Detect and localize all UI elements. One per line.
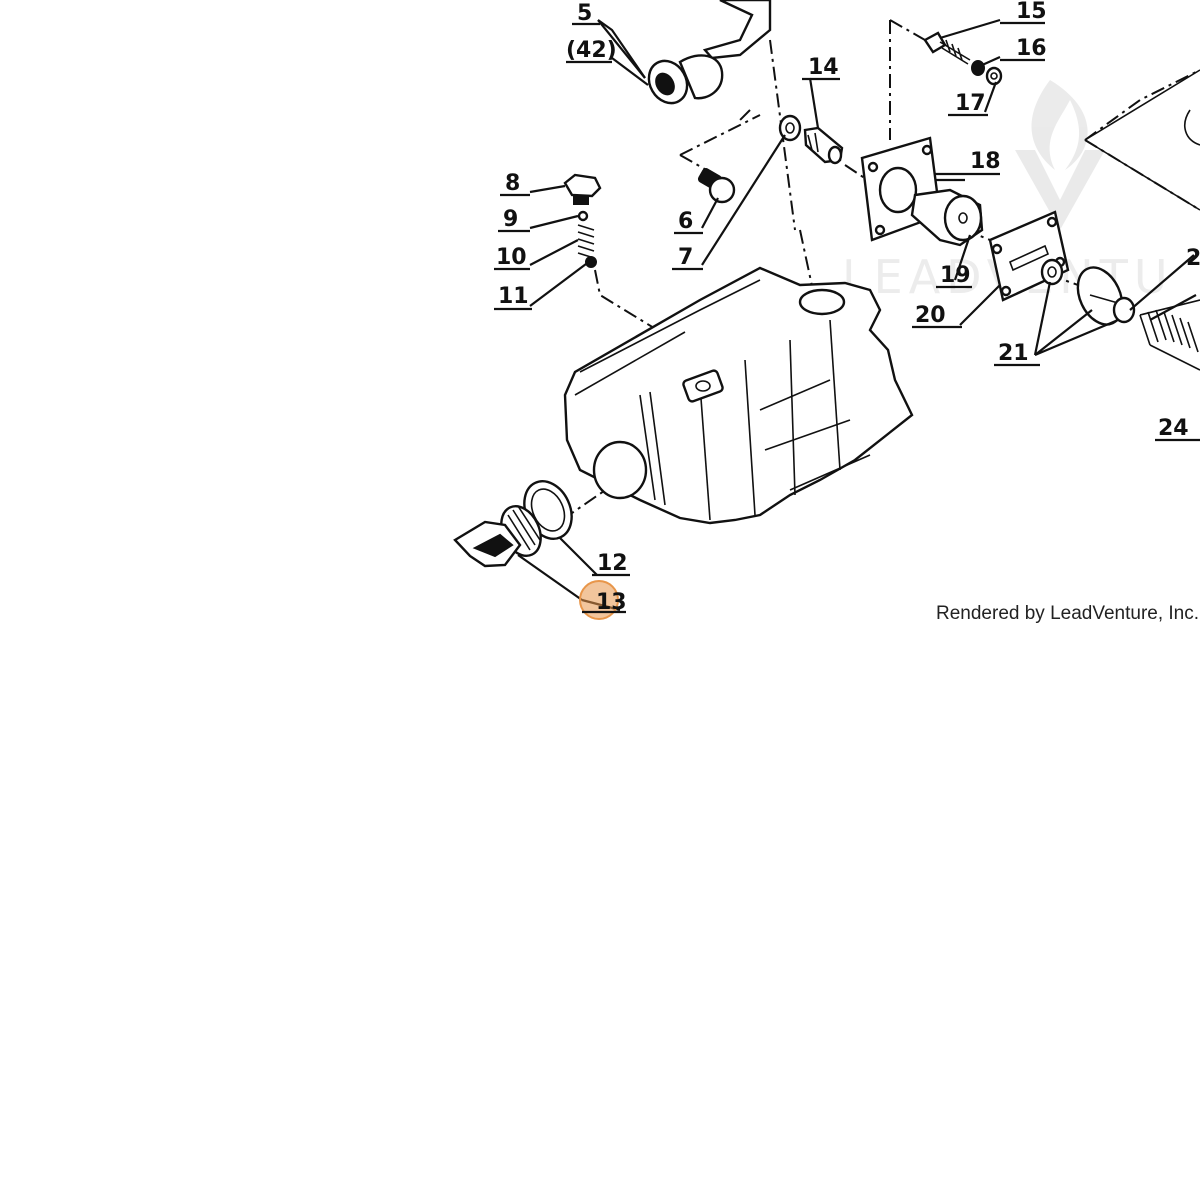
callout-21[interactable]: 21	[994, 341, 1040, 367]
part-18-19-flange-cover	[860, 136, 984, 247]
parts-6-7-plug-washer	[697, 114, 802, 204]
svg-text:5: 5	[577, 1, 592, 26]
callout-13[interactable]: 13	[579, 580, 627, 620]
svg-text:20: 20	[915, 303, 946, 328]
svg-text:2: 2	[1186, 246, 1200, 271]
callout-labels: 5 (42) 8 9 10 11 6 7	[494, 0, 1200, 620]
callout-15[interactable]: 15	[1000, 0, 1047, 25]
callout-42[interactable]: (42)	[566, 38, 617, 64]
watermark-logo-icon	[1015, 80, 1105, 230]
callout-24[interactable]: 24	[1155, 416, 1200, 442]
callout-17[interactable]: 17	[948, 91, 988, 117]
svg-text:16: 16	[1016, 36, 1047, 61]
callout-14[interactable]: 14	[802, 55, 840, 81]
svg-text:11: 11	[498, 284, 529, 309]
pump-housing	[563, 266, 914, 525]
svg-text:19: 19	[940, 263, 971, 288]
callout-20[interactable]: 20	[912, 303, 962, 329]
svg-text:7: 7	[678, 245, 693, 270]
callout-19[interactable]: 19	[936, 263, 972, 289]
callout-12[interactable]: 12	[592, 551, 630, 577]
callout-2x[interactable]: 2	[1186, 246, 1200, 271]
callout-6[interactable]: 6	[674, 209, 703, 235]
render-credit-text: Rendered by LeadVenture, Inc.	[936, 603, 1200, 624]
callout-13-highlight	[579, 580, 619, 620]
svg-text:24: 24	[1158, 416, 1189, 441]
svg-text:21: 21	[998, 341, 1029, 366]
callout-18[interactable]: 18	[935, 149, 1001, 176]
parts-12-13-plug-oring	[453, 480, 573, 568]
callout-8[interactable]: 8	[500, 171, 530, 197]
part-14-union-bolt	[803, 126, 844, 165]
callout-9[interactable]: 9	[498, 207, 530, 233]
svg-text:10: 10	[496, 245, 527, 270]
svg-text:12: 12	[597, 551, 628, 576]
svg-text:8: 8	[505, 171, 520, 196]
svg-text:18: 18	[970, 149, 1001, 174]
svg-text:15: 15	[1016, 0, 1047, 24]
callout-7[interactable]: 7	[672, 245, 703, 271]
callout-16[interactable]: 16	[1000, 36, 1047, 62]
parts-21-24-diaphragm-spring	[1040, 69, 1200, 371]
parts-8-11-relief-valve	[563, 173, 602, 268]
svg-text:(42): (42)	[566, 38, 617, 63]
svg-text:13: 13	[596, 590, 627, 615]
svg-text:9: 9	[503, 207, 518, 232]
svg-text:14: 14	[808, 55, 839, 80]
parts-15-17-bolt-washers	[923, 31, 1003, 86]
svg-text:6: 6	[678, 209, 693, 234]
part-5-fuel-pipe	[647, 0, 772, 105]
callout-11[interactable]: 11	[494, 284, 532, 311]
part-20-gasket-plate	[988, 210, 1070, 302]
callout-5[interactable]: 5	[572, 1, 600, 26]
callout-10[interactable]: 10	[494, 245, 530, 271]
leader-lines	[517, 18, 1197, 612]
svg-text:17: 17	[955, 91, 986, 116]
